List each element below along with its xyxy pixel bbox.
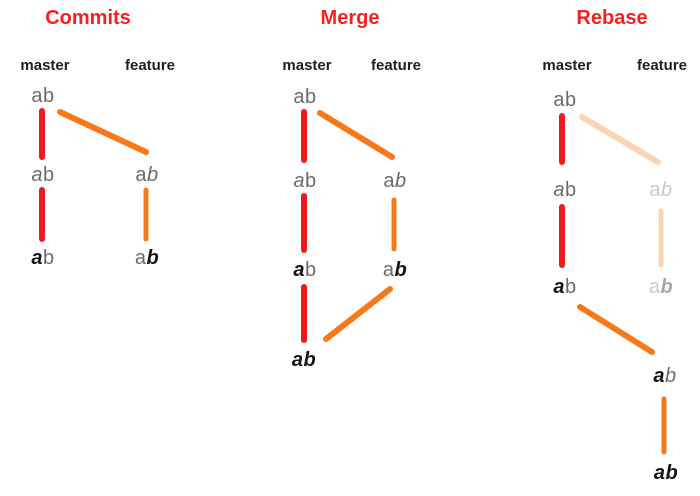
- commit-letter: b: [565, 179, 577, 201]
- commit-node: ab: [553, 180, 576, 200]
- commit-letter: b: [43, 247, 55, 269]
- branch-label-master: master: [20, 57, 70, 74]
- commit-node: ab: [553, 90, 576, 110]
- commit-letter: a: [31, 164, 43, 186]
- panel-title-merge: Merge: [320, 7, 380, 29]
- commit-letter: b: [43, 85, 55, 107]
- branch-off-edge: [57, 109, 149, 155]
- faded-branch-off-edge: [579, 114, 661, 165]
- panel-title-rebase: Rebase: [576, 7, 648, 29]
- commit-node: ab: [292, 350, 316, 370]
- commit-node: ab: [135, 248, 159, 268]
- commit-letter: a: [135, 164, 147, 186]
- commit-node: ab: [654, 463, 678, 483]
- commit-letter: b: [565, 276, 577, 298]
- branch-off-edge: [317, 110, 395, 160]
- commit-letter: a: [31, 85, 43, 107]
- commit-letter: a: [653, 462, 666, 484]
- commit-letter: a: [553, 179, 565, 201]
- commit-letter: b: [303, 349, 317, 371]
- commit-letter: b: [665, 462, 679, 484]
- commit-letter: a: [291, 349, 304, 371]
- branch-label-feature: feature: [636, 57, 688, 74]
- panel-title-commits: Commits: [45, 7, 131, 29]
- commit-node: ab: [31, 86, 54, 106]
- commit-node: ab: [383, 260, 407, 280]
- commit-letter: b: [147, 164, 159, 186]
- commit-node: ab: [649, 277, 673, 297]
- commit-letter: b: [43, 164, 55, 186]
- commit-letter: a: [648, 276, 661, 298]
- commit-letter: b: [305, 170, 317, 192]
- merge-edge: [323, 286, 393, 342]
- commit-letter: b: [394, 259, 408, 281]
- branch-label-feature: feature: [370, 57, 422, 74]
- commit-letter: a: [31, 247, 43, 269]
- commit-letter: a: [653, 365, 665, 387]
- commit-letter: a: [293, 170, 305, 192]
- commit-letter: b: [146, 247, 160, 269]
- commit-node: ab: [293, 260, 316, 280]
- commit-node: ab: [135, 165, 158, 185]
- commit-node: ab: [649, 180, 672, 200]
- commit-node: ab: [293, 171, 316, 191]
- commit-node: ab: [383, 171, 406, 191]
- rebase-edge: [577, 304, 655, 355]
- commit-letter: a: [293, 259, 305, 281]
- commit-letter: b: [661, 179, 673, 201]
- commit-letter: b: [665, 365, 677, 387]
- commit-node: ab: [31, 165, 54, 185]
- commit-node: ab: [553, 277, 576, 297]
- branch-label-master: master: [542, 57, 592, 74]
- commit-letter: a: [383, 170, 395, 192]
- commit-node: ab: [293, 87, 316, 107]
- commit-letter: b: [305, 259, 317, 281]
- commit-letter: b: [305, 86, 317, 108]
- branch-label-feature: feature: [124, 57, 176, 74]
- commit-letter: b: [395, 170, 407, 192]
- commit-letter: a: [553, 89, 565, 111]
- commit-letter: a: [553, 276, 565, 298]
- commit-letter: a: [134, 247, 147, 269]
- commit-letter: a: [649, 179, 661, 201]
- commit-letter: a: [382, 259, 395, 281]
- branch-label-master: master: [282, 57, 332, 74]
- commit-letter: b: [660, 276, 674, 298]
- commit-letter: b: [565, 89, 577, 111]
- commit-node: ab: [653, 366, 676, 386]
- commit-node: ab: [31, 248, 54, 268]
- commit-letter: a: [293, 86, 305, 108]
